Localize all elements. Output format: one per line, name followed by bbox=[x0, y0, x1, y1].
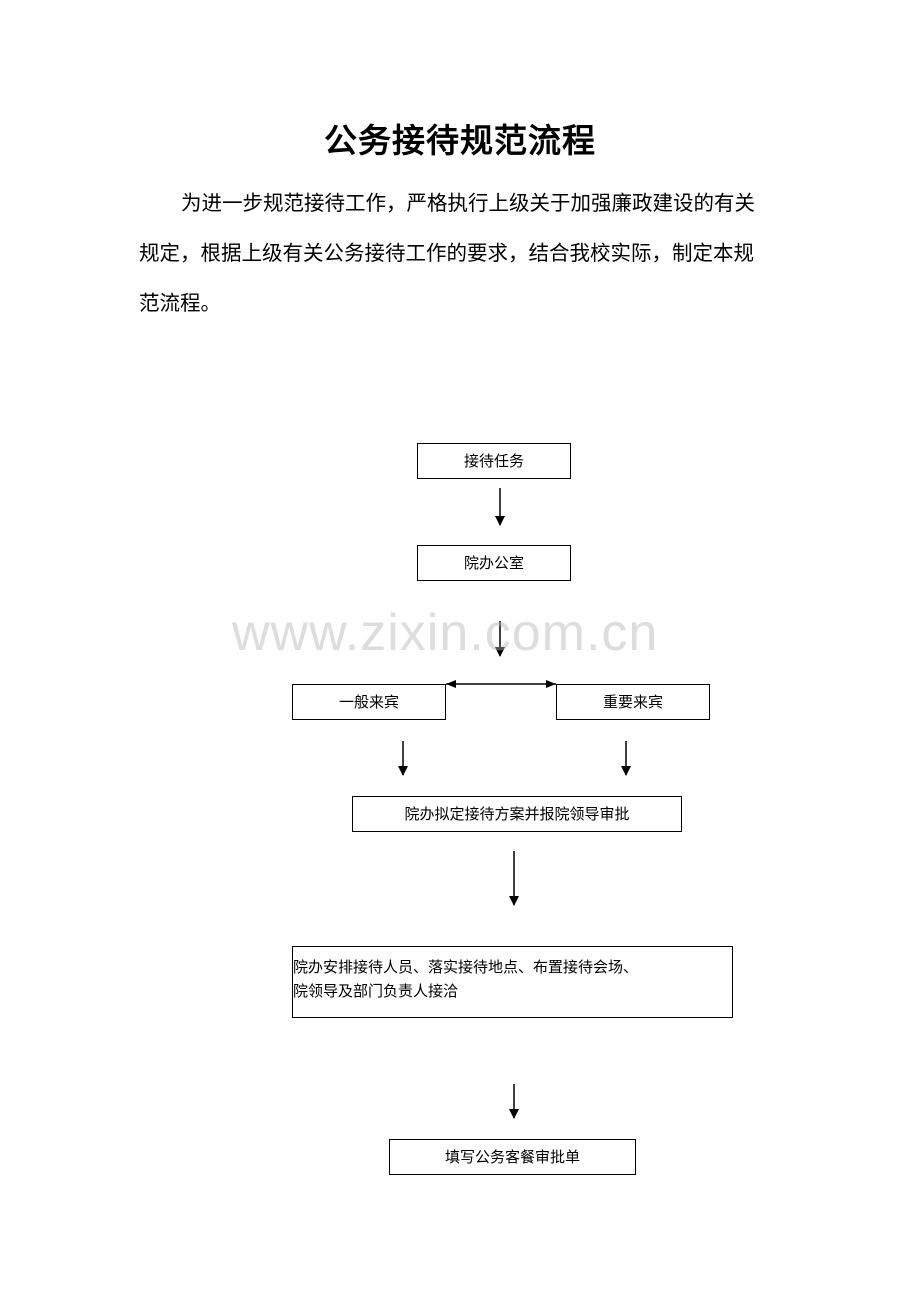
node-label-line-2: 院领导及部门负责人接洽 bbox=[293, 982, 459, 1000]
double-arrow-icon bbox=[446, 680, 556, 688]
arrow-down-icon bbox=[398, 741, 408, 776]
node-label: 重要来宾 bbox=[602, 693, 663, 711]
arrow-down-icon bbox=[509, 851, 519, 906]
node-plan-approval: 院办拟定接待方案并报院领导审批 bbox=[352, 796, 682, 832]
node-label: 接待任务 bbox=[463, 452, 524, 470]
node-label: 一般来宾 bbox=[338, 693, 399, 711]
arrow-down-icon bbox=[495, 488, 505, 526]
arrow-down-icon bbox=[509, 1084, 519, 1119]
document-title: 公务接待规范流程 bbox=[324, 121, 596, 160]
node-important-guest: 重要来宾 bbox=[556, 684, 710, 720]
arrow-down-icon bbox=[495, 621, 505, 657]
node-office: 院办公室 bbox=[417, 545, 571, 581]
node-general-guest: 一般来宾 bbox=[292, 684, 446, 720]
arrow-down-icon bbox=[621, 741, 631, 776]
node-arrange-reception: 院办安排接待人员、落实接待地点、布置接待会场、 院领导及部门负责人接洽 bbox=[292, 946, 733, 1018]
node-label: 院办公室 bbox=[463, 554, 524, 572]
intro-line-3: 范流程。 bbox=[139, 291, 221, 315]
node-reception-task: 接待任务 bbox=[417, 443, 571, 479]
intro-line-2: 规定，根据上级有关公务接待工作的要求，结合我校实际，制定本规 bbox=[139, 241, 754, 265]
intro-paragraph: 为进一步规范接待工作，严格执行上级关于加强廉政建设的有关 规定，根据上级有关公务… bbox=[139, 178, 781, 328]
node-label-line-1: 院办安排接待人员、落实接待地点、布置接待会场、 bbox=[293, 958, 639, 976]
node-label: 填写公务客餐审批单 bbox=[444, 1148, 580, 1166]
node-meal-approval-form: 填写公务客餐审批单 bbox=[389, 1139, 636, 1175]
node-label: 院办拟定接待方案并报院领导审批 bbox=[404, 805, 630, 823]
intro-line-1: 为进一步规范接待工作，严格执行上级关于加强廉政建设的有关 bbox=[181, 191, 755, 215]
